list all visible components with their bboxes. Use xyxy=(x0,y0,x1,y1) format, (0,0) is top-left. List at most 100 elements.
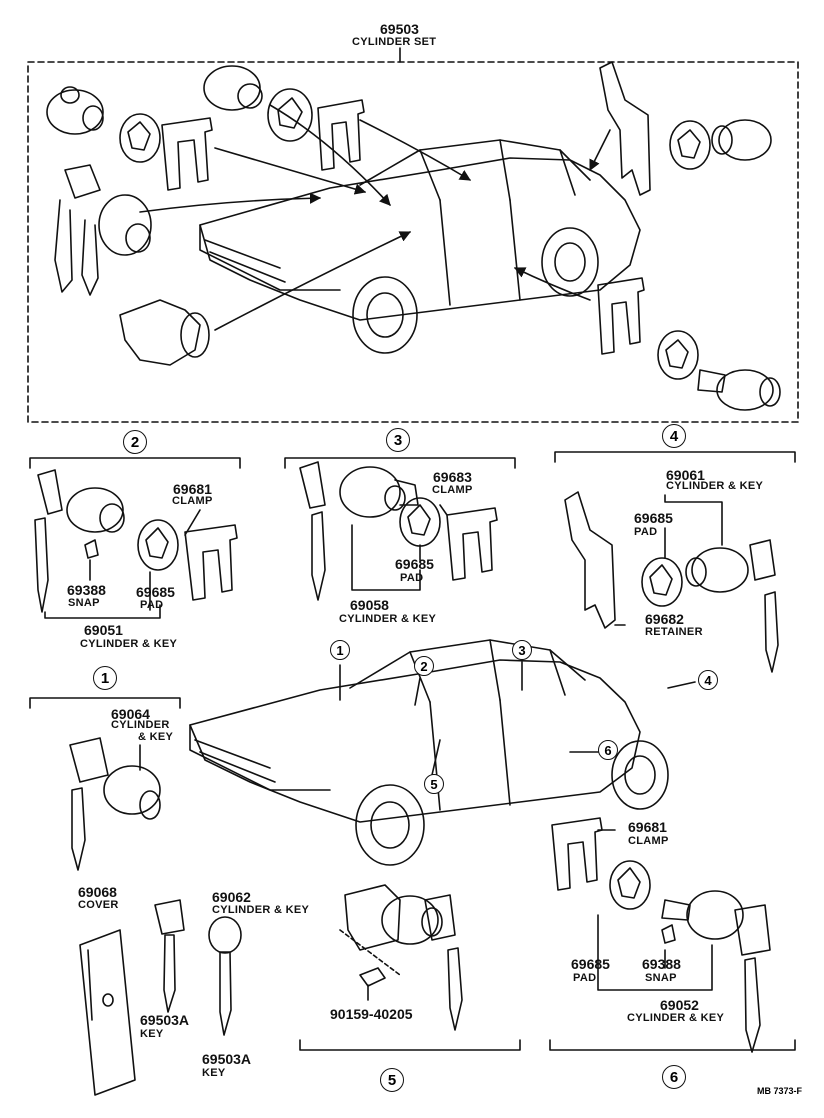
label-69681-bot: 69681 xyxy=(628,819,667,835)
top-pad-right xyxy=(669,120,711,170)
label-69681-top: 69681 xyxy=(173,481,212,497)
group-2-bracket xyxy=(29,457,241,469)
group-5-bracket xyxy=(299,1039,521,1051)
label-69683: 69683 xyxy=(433,469,472,485)
label-69068-name: COVER xyxy=(78,899,119,911)
label-pad-g2: PAD xyxy=(140,599,164,611)
top-ignition-cylinder xyxy=(46,86,104,135)
label-69503A-first: 69503A xyxy=(140,1012,190,1028)
group-3-clamp xyxy=(446,507,498,581)
group-6-bracket xyxy=(549,1039,796,1051)
top-pad-left xyxy=(119,113,161,163)
group-4-cylinder-key xyxy=(685,539,779,673)
top-retainer-right xyxy=(599,61,651,196)
label-69061-name: CYLINDER & KEY xyxy=(666,480,764,492)
group-3-cylinder-key xyxy=(299,461,419,601)
label-69388-g6: 69388 xyxy=(642,956,681,972)
group-2-cylinder-key xyxy=(34,469,125,613)
car-callout-6: 6 xyxy=(598,740,618,760)
top-arrows xyxy=(139,104,611,331)
cover-69068 xyxy=(79,929,136,1096)
set-name: CYLINDER SET xyxy=(352,36,437,48)
group-4-pad xyxy=(641,557,683,607)
label-69062: 69062 xyxy=(212,889,251,905)
top-clamp-left xyxy=(161,117,213,191)
group-ref-5: 5 xyxy=(380,1068,404,1092)
top-cylinder-key-left xyxy=(54,164,152,296)
group-1-cylinder-key xyxy=(69,737,161,871)
middle-car-illustration xyxy=(189,639,669,866)
label-69503A-second: 69503A xyxy=(202,1051,252,1067)
group-ref-2: 2 xyxy=(123,430,147,454)
drawing-code: MB 7373-F xyxy=(757,1086,803,1096)
group-4-retainer xyxy=(564,491,616,629)
key-69503A-first xyxy=(154,899,185,1013)
top-cylinder-lower-right xyxy=(697,369,781,411)
label-69052: 69052 xyxy=(660,997,699,1013)
group-ref-1: 1 xyxy=(93,666,117,690)
label-69685-g4: 69685 xyxy=(634,510,673,526)
car-callout-4: 4 xyxy=(698,670,718,690)
label-69064-name-2: & KEY xyxy=(138,731,174,743)
label-69064: 69064 xyxy=(111,706,150,722)
group-2-pad xyxy=(137,519,179,571)
key-69503A-second xyxy=(208,916,242,1036)
middle-car-leaders xyxy=(339,661,696,776)
group-4-bracket xyxy=(554,451,796,463)
group-2-leaders xyxy=(44,509,201,619)
group-ref-6: 6 xyxy=(662,1065,686,1089)
group-5-bolt xyxy=(359,967,386,1001)
top-car-illustration xyxy=(199,139,641,354)
group-3-bracket xyxy=(284,457,516,469)
top-pad-lower-right xyxy=(657,330,699,380)
group-ref-3: 3 xyxy=(386,428,410,452)
label-69051: 69051 xyxy=(84,622,123,638)
group-6-cylinder-key xyxy=(661,890,771,1053)
group-6-leaders xyxy=(597,829,713,991)
car-callout-5: 5 xyxy=(424,774,444,794)
group-ref-4: 4 xyxy=(662,424,686,448)
label-69068: 69068 xyxy=(78,884,117,900)
group-3-pad xyxy=(399,497,441,547)
group-2-snap xyxy=(84,539,99,559)
top-clamp-middle xyxy=(317,99,365,171)
label-69682: 69682 xyxy=(645,611,684,627)
group-6-clamp xyxy=(551,817,603,891)
label-snap-top: SNAP xyxy=(68,597,100,609)
label-69058: 69058 xyxy=(350,597,389,613)
label-69051-name: CYLINDER & KEY xyxy=(80,638,178,650)
label-69388-top: 69388 xyxy=(67,582,106,598)
set-number: 69503 xyxy=(380,21,419,37)
label-key-second: KEY xyxy=(202,1067,226,1079)
group-4-leaders xyxy=(614,494,723,626)
label-clamp-top: CLAMP xyxy=(172,495,213,507)
group-3-leaders xyxy=(351,504,448,591)
label-69058-name: CYLINDER & KEY xyxy=(339,613,437,625)
group-1-bracket xyxy=(29,697,181,709)
label-69685-g2: 69685 xyxy=(136,584,175,600)
label-69685-g3: 69685 xyxy=(395,556,434,572)
top-cylinder-right xyxy=(711,119,772,161)
label-69683-name: CLAMP xyxy=(432,484,473,496)
label-snap-g6: SNAP xyxy=(645,972,677,984)
car-callout-3: 3 xyxy=(512,640,532,660)
label-90159-40205: 90159-40205 xyxy=(330,1006,413,1022)
group-5-dashed xyxy=(339,929,401,976)
label-69061: 69061 xyxy=(666,467,705,483)
car-callout-2: 2 xyxy=(414,656,434,676)
top-cylinder-upper xyxy=(203,65,313,142)
top-clamp-lower-right xyxy=(597,277,645,355)
label-pad-g3: PAD xyxy=(400,572,424,584)
group-2-clamp xyxy=(184,524,238,601)
car-callout-1: 1 xyxy=(330,640,350,660)
group-5-cylinder-key xyxy=(344,884,463,1031)
label-69062-name: CYLINDER & KEY xyxy=(212,904,310,916)
top-trunk-cylinder xyxy=(119,299,210,366)
label-pad-g6: PAD xyxy=(573,972,597,984)
label-clamp-bot: CLAMP xyxy=(628,835,669,847)
label-69682-name: RETAINER xyxy=(645,626,703,638)
group-6-pad xyxy=(609,860,651,910)
group-6-snap xyxy=(661,924,676,944)
cylinder-set-boundary xyxy=(27,61,799,423)
